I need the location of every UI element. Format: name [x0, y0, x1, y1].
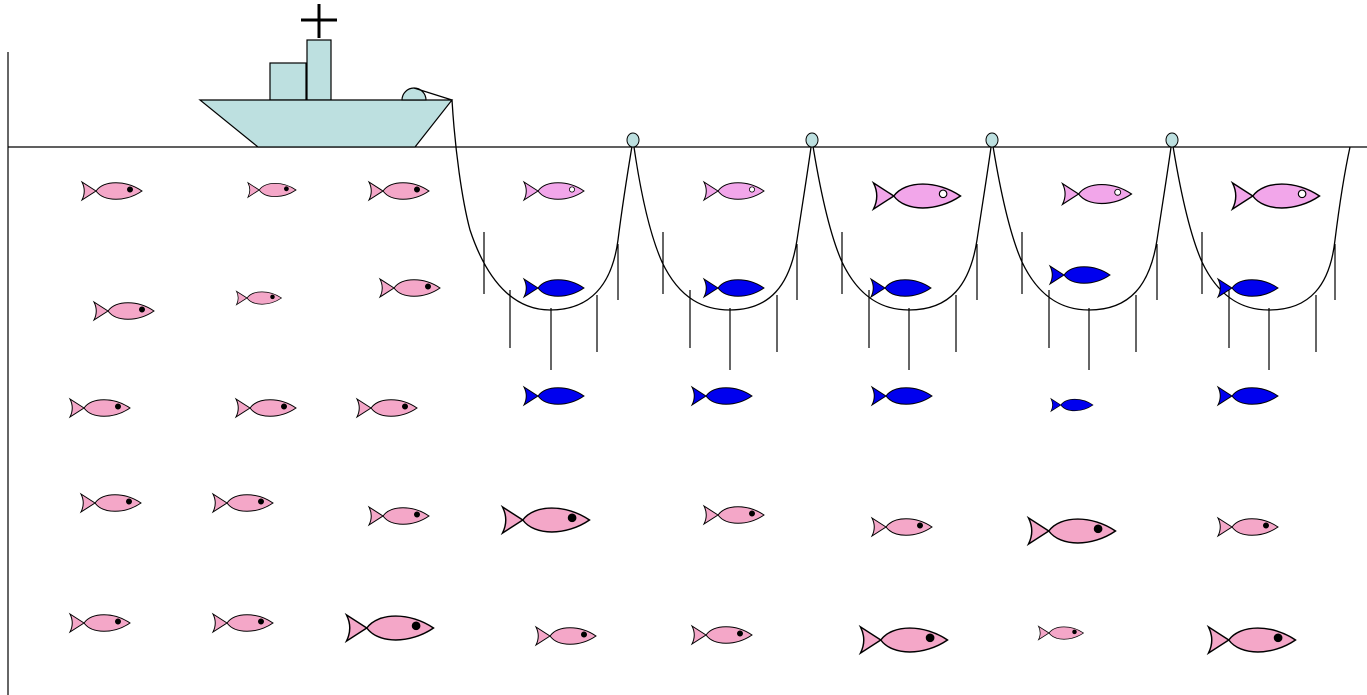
fish-icon	[874, 183, 961, 209]
fish-eye	[926, 634, 934, 642]
boat-cabin-tall	[307, 40, 331, 100]
fish-icon	[871, 279, 931, 297]
fish-group	[70, 182, 1320, 653]
fish-icon	[82, 182, 142, 200]
fish-eye	[115, 619, 120, 624]
fish-eye	[425, 284, 430, 289]
fish-icon	[1209, 627, 1296, 653]
fish-eye	[1073, 630, 1077, 634]
fish-icon	[1051, 399, 1093, 412]
fish-icon	[1063, 184, 1132, 205]
fish-icon	[1233, 183, 1320, 209]
fish-icon	[213, 614, 273, 632]
fish-eye	[1298, 190, 1306, 198]
fish-eye	[581, 632, 586, 637]
fish-eye	[284, 187, 288, 191]
fish-icon	[1218, 387, 1278, 405]
fish-icon	[1029, 518, 1116, 544]
fish-eye	[414, 512, 419, 517]
fish-eye	[258, 619, 263, 624]
fish-icon	[704, 506, 764, 524]
fish-icon	[692, 387, 752, 405]
fish-eye	[271, 295, 275, 299]
fish-icon	[236, 399, 296, 417]
fish-icon	[503, 507, 590, 533]
fish-icon	[872, 518, 932, 536]
fish-eye	[749, 511, 754, 516]
fish-icon	[524, 387, 584, 405]
fish-icon	[1218, 279, 1278, 297]
net-loop-4	[992, 140, 1172, 310]
fish-eye	[412, 622, 420, 630]
fish-eye	[281, 404, 286, 409]
floats-group	[627, 133, 1178, 147]
fish-icon	[524, 279, 584, 297]
fishing-boat-icon	[200, 4, 452, 147]
fish-icon	[70, 399, 130, 417]
fish-icon	[692, 626, 752, 644]
fish-icon	[81, 494, 141, 512]
boat-cabin-low	[270, 63, 306, 100]
fish-icon	[380, 279, 440, 297]
fish-icon	[1218, 518, 1278, 536]
fish-eye	[1263, 523, 1268, 528]
fish-icon	[704, 279, 764, 297]
net-drum	[402, 88, 426, 100]
fish-icon	[1050, 266, 1110, 284]
fish-icon	[872, 387, 932, 405]
fish-icon	[94, 302, 154, 320]
fish-eye	[1094, 525, 1102, 533]
fish-eye	[1115, 189, 1121, 195]
fish-icon	[1039, 626, 1084, 640]
fish-eye	[126, 499, 131, 504]
fish-eye	[402, 404, 407, 409]
fish-eye	[258, 499, 263, 504]
fish-eye	[749, 187, 754, 192]
fish-eye	[1274, 634, 1282, 642]
fish-icon	[357, 399, 417, 417]
fish-icon	[70, 614, 130, 632]
fish-icon	[248, 183, 296, 197]
buoy-icon	[986, 133, 998, 147]
fish-icon	[369, 182, 429, 200]
fish-eye	[139, 307, 144, 312]
fish-eye	[115, 404, 120, 409]
fish-eye	[414, 187, 419, 192]
fish-icon	[524, 182, 584, 200]
fish-eye	[917, 523, 922, 528]
fish-icon	[536, 627, 596, 645]
boat-hull	[200, 100, 452, 147]
buoy-icon	[627, 133, 639, 147]
fish-eye	[127, 187, 132, 192]
fish-icon	[347, 615, 434, 641]
fish-icon	[213, 494, 273, 512]
fish-icon	[237, 291, 282, 305]
buoy-icon	[806, 133, 818, 147]
cross-icon	[301, 4, 337, 38]
fish-eye	[737, 631, 742, 636]
net-droppers	[484, 232, 1335, 370]
fish-eye	[568, 514, 576, 522]
fish-icon	[861, 627, 948, 653]
fish-icon	[704, 182, 764, 200]
fish-icon	[369, 507, 429, 525]
buoy-icon	[1166, 133, 1178, 147]
fish-eye	[569, 187, 574, 192]
net-main-line	[452, 100, 633, 310]
fish-eye	[939, 190, 947, 198]
